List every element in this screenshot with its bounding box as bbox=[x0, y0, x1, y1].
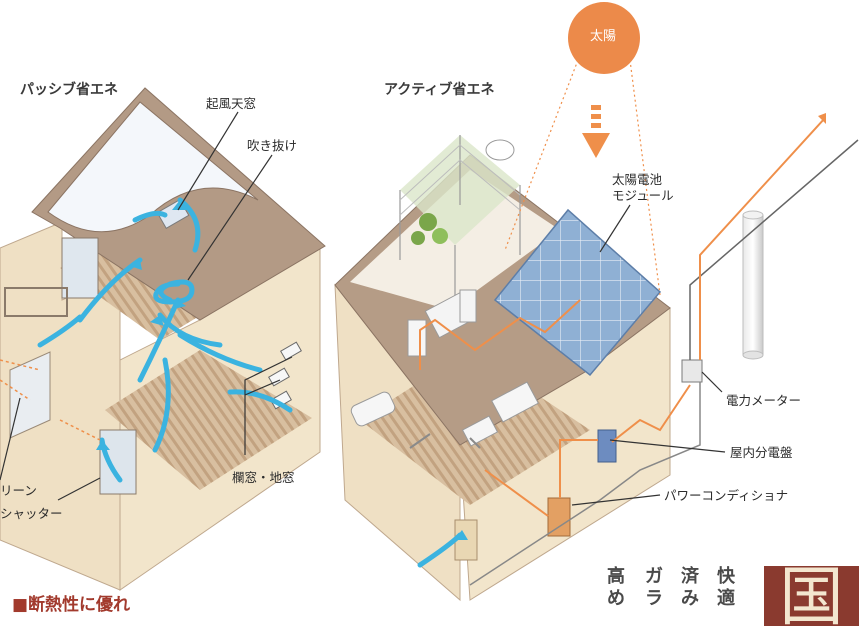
passive-shutter-window bbox=[99, 429, 137, 495]
energy-saving-illustration bbox=[0, 2, 859, 602]
sun-circle bbox=[568, 2, 640, 74]
insulation-heading: ■断熱性に優れ bbox=[12, 595, 131, 615]
vertical-char: 快 bbox=[717, 566, 735, 587]
passive-balcony-rail bbox=[4, 287, 68, 317]
fridge bbox=[459, 289, 477, 323]
vertical-text-col-2: 済 み bbox=[680, 566, 700, 610]
vertical-char: め bbox=[607, 588, 625, 609]
sun-label: 太陽 bbox=[590, 29, 617, 44]
utility-pole bbox=[742, 210, 764, 360]
active-title: アクティブ省エネ bbox=[384, 82, 495, 98]
skylight-label: 起風天窓 bbox=[206, 96, 257, 111]
vertical-char: ガ bbox=[645, 566, 663, 587]
transom-floor-window-label: 欄窓・地窓 bbox=[232, 470, 295, 485]
atrium-spiral bbox=[153, 279, 195, 305]
passive-balcony-window bbox=[61, 237, 99, 299]
stand-unit bbox=[407, 319, 427, 357]
sun-group bbox=[504, 2, 661, 296]
solar-module-label-line1: 太陽電池 bbox=[612, 172, 663, 187]
passive-leader-lines bbox=[0, 111, 293, 501]
vertical-text-col-4: 高 め bbox=[606, 566, 626, 610]
active-leader-lines bbox=[571, 204, 726, 506]
power-meter-box bbox=[681, 359, 703, 383]
shutter-label: シャッター bbox=[0, 506, 63, 521]
vertical-text-col-3: ガ ラ bbox=[644, 566, 664, 610]
passive-airflow-arrowheads bbox=[96, 200, 188, 450]
power-meter-label: 電力メーター bbox=[726, 393, 802, 408]
distribution-board-label: 屋内分電盤 bbox=[730, 445, 793, 460]
active-house bbox=[334, 135, 703, 602]
power-conditioner-label: パワーコンディショナ bbox=[664, 488, 789, 503]
atrium-label: 吹き抜け bbox=[247, 138, 298, 153]
passive-title: パッシブ省エネ bbox=[20, 82, 118, 98]
passive-ground-floor bbox=[105, 350, 312, 490]
decorative-kanji-block: 国 bbox=[764, 566, 859, 626]
dining-table bbox=[491, 381, 539, 423]
bathtub bbox=[350, 391, 396, 427]
solar-panels bbox=[493, 208, 662, 377]
vertical-text-col-1: 快 適 bbox=[716, 566, 736, 610]
passive-heat-lines bbox=[0, 359, 101, 441]
solar-module-label-line2: モジュール bbox=[612, 188, 674, 203]
vertical-char: 高 bbox=[607, 566, 625, 587]
active-airflow-arrowhead bbox=[454, 530, 468, 540]
roof-terrace bbox=[399, 135, 521, 310]
green-curtain-label: リーン bbox=[0, 483, 37, 498]
distribution-board-box bbox=[597, 429, 617, 463]
power-wires bbox=[419, 113, 859, 586]
passive-house bbox=[0, 87, 326, 591]
vertical-char: 済 bbox=[681, 566, 699, 587]
vertical-char: み bbox=[681, 588, 699, 609]
vertical-char: ラ bbox=[645, 588, 663, 609]
indoor-direction-arrows bbox=[409, 433, 481, 449]
power-conditioner-box bbox=[547, 497, 571, 537]
vertical-char: 適 bbox=[717, 588, 735, 609]
passive-green-curtain bbox=[9, 351, 51, 439]
